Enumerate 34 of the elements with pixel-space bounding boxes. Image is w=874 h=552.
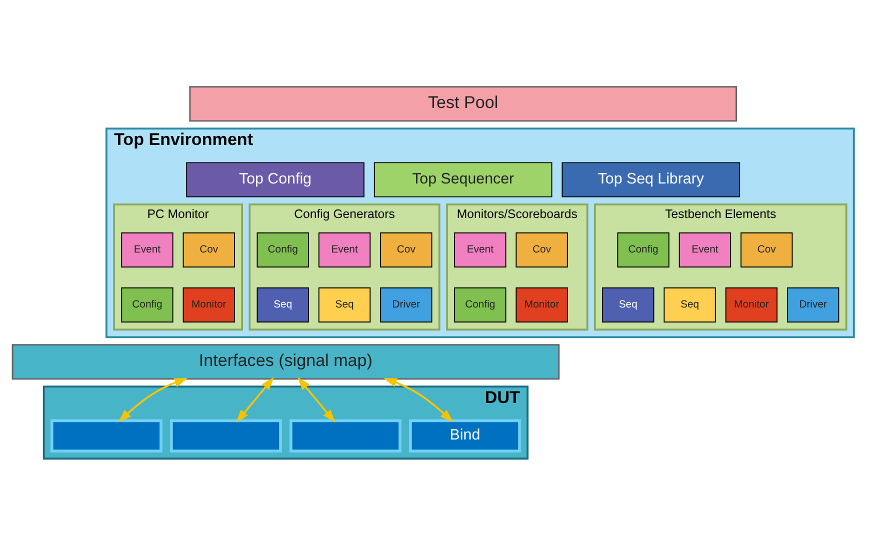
node-box: Event <box>454 232 506 267</box>
node-box: Driver <box>380 286 432 322</box>
node-box <box>170 418 282 452</box>
node-box: Cov <box>182 232 235 267</box>
node-box: Seq <box>664 286 716 322</box>
node-box: Config <box>121 286 174 322</box>
node-box: Seq <box>318 286 371 322</box>
node-box: Event <box>318 232 371 267</box>
node-box: Event <box>678 232 732 267</box>
node-box: Top Sequencer <box>374 162 552 197</box>
node-box: Event <box>121 232 174 267</box>
node-box: Config <box>256 232 309 267</box>
arrow <box>297 376 336 422</box>
node-box: Cov <box>516 232 568 267</box>
node-box <box>290 418 402 452</box>
node-box: Top Seq Library <box>562 162 740 197</box>
node-box: Test Pool <box>189 86 737 122</box>
node-box: Monitor <box>182 286 235 322</box>
arrow <box>236 376 274 422</box>
node-box: Interfaces (signal map) <box>12 344 560 380</box>
node-box: Monitor <box>516 286 568 322</box>
node-box: Bind <box>409 418 521 452</box>
node-box: Driver <box>787 286 840 322</box>
arrow <box>118 378 188 422</box>
node-box: Seq <box>602 286 654 322</box>
node-box: Top Config <box>186 162 364 197</box>
node-box: Monitor <box>725 286 778 322</box>
arrow <box>384 378 454 422</box>
node-box: Cov <box>740 232 793 267</box>
node-box: Seq <box>256 286 309 322</box>
node-box: Config <box>454 286 506 322</box>
node-box <box>50 418 162 452</box>
node-box: Cov <box>380 232 432 267</box>
node-box: Config <box>617 232 670 267</box>
